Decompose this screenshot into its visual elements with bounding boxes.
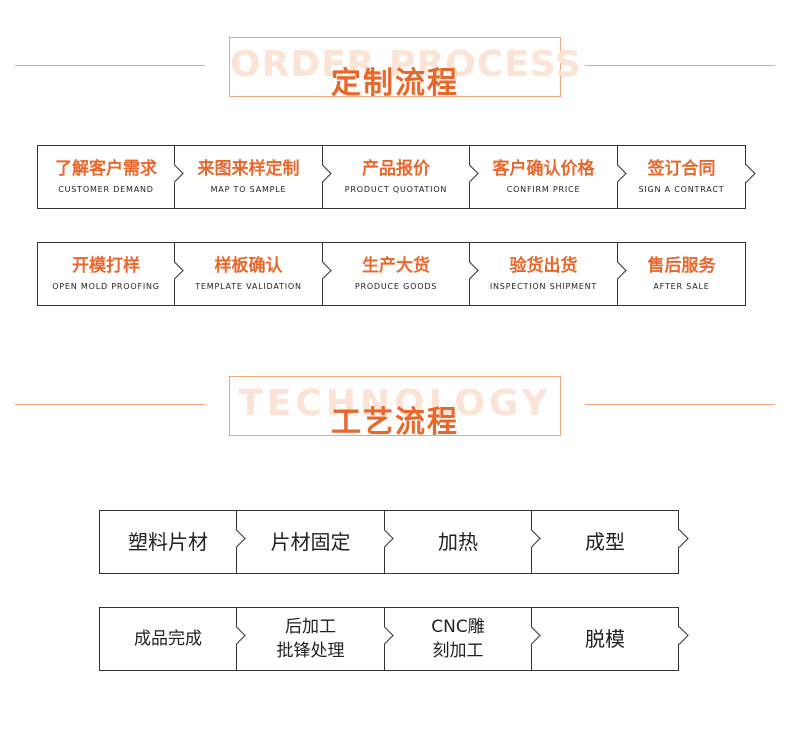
divider-left: [15, 65, 205, 66]
tech-step: CNC雕 刻加工: [384, 607, 532, 671]
tech-step-line1: 后加工: [285, 617, 336, 637]
order-step: 样板确认 TEMPLATE VALIDATION: [174, 242, 323, 306]
tech-step-line1: 脱模: [585, 627, 625, 651]
tech-step-line1: 片材固定: [270, 530, 351, 554]
order-step-cn: 生产大货: [362, 256, 430, 276]
order-step: 售后服务 AFTER SALE: [617, 242, 746, 306]
order-step-cn: 开模打样: [72, 256, 140, 276]
order-step-cn: 验货出货: [509, 256, 578, 276]
order-step-cn: 样板确认: [214, 256, 283, 276]
tech-step: 成品完成: [99, 607, 237, 671]
order-step-en: CONFIRM PRICE: [506, 185, 581, 194]
order-step-cn: 签订合同: [647, 159, 716, 179]
tech-step: 成型: [531, 510, 679, 574]
tech-step-line1: 成品完成: [134, 629, 202, 649]
divider-left: [15, 404, 205, 405]
tech-step-line1: 成型: [585, 530, 625, 554]
order-step-cn: 产品报价: [362, 159, 430, 179]
tech-step: 片材固定: [236, 510, 385, 574]
order-step-cn: 售后服务: [647, 256, 716, 276]
tech-step-line1: CNC雕: [431, 617, 485, 637]
section-title-box: TECHNOLOGY 工艺流程: [229, 376, 561, 440]
section-ghost-text: TECHNOLOGY: [238, 383, 552, 424]
order-step-en: TEMPLATE VALIDATION: [195, 282, 302, 291]
order-step: 验货出货 INSPECTION SHIPMENT: [469, 242, 618, 306]
order-step: 了解客户需求 CUSTOMER DEMAND: [37, 145, 175, 209]
order-step-en: OPEN MOLD PROOFING: [52, 282, 160, 291]
section-title: 工艺流程: [331, 405, 459, 440]
order-step-en: SIGN A CONTRACT: [638, 185, 725, 194]
section-title-box: ORDER PROCESS 定制流程: [229, 37, 583, 101]
tech-step: 脱模: [531, 607, 679, 671]
tech-step: 加热: [384, 510, 532, 574]
section-ghost-text: ORDER PROCESS: [230, 44, 583, 85]
order-step-en: CUSTOMER DEMAND: [58, 185, 154, 194]
order-step-cn: 来图来样定制: [197, 159, 300, 179]
tech-step-line2: 批锋处理: [276, 641, 345, 661]
order-step-en: MAP TO SAMPLE: [210, 185, 287, 194]
order-step-en: PRODUCT QUOTATION: [344, 185, 448, 194]
section-title: 定制流程: [331, 66, 459, 101]
tech-step-line1: 塑料片材: [128, 530, 208, 554]
order-step: 开模打样 OPEN MOLD PROOFING: [37, 242, 175, 306]
order-step-en: PRODUCE GOODS: [354, 282, 438, 291]
order-step-en: INSPECTION SHIPMENT: [489, 282, 598, 291]
divider-right: [585, 404, 775, 405]
order-step-cn: 了解客户需求: [55, 159, 157, 179]
order-step: 签订合同 SIGN A CONTRACT: [617, 145, 746, 209]
order-step: 生产大货 PRODUCE GOODS: [322, 242, 470, 306]
order-step: 产品报价 PRODUCT QUOTATION: [322, 145, 470, 209]
order-step-en: AFTER SALE: [653, 282, 710, 291]
tech-step: 后加工 批锋处理: [236, 607, 385, 671]
tech-step-line1: 加热: [438, 530, 478, 554]
order-step-cn: 客户确认价格: [492, 159, 595, 179]
divider-right: [585, 65, 775, 66]
tech-step-line2: 刻加工: [432, 641, 484, 661]
order-step: 来图来样定制 MAP TO SAMPLE: [174, 145, 323, 209]
order-step: 客户确认价格 CONFIRM PRICE: [469, 145, 618, 209]
tech-step: 塑料片材: [99, 510, 237, 574]
